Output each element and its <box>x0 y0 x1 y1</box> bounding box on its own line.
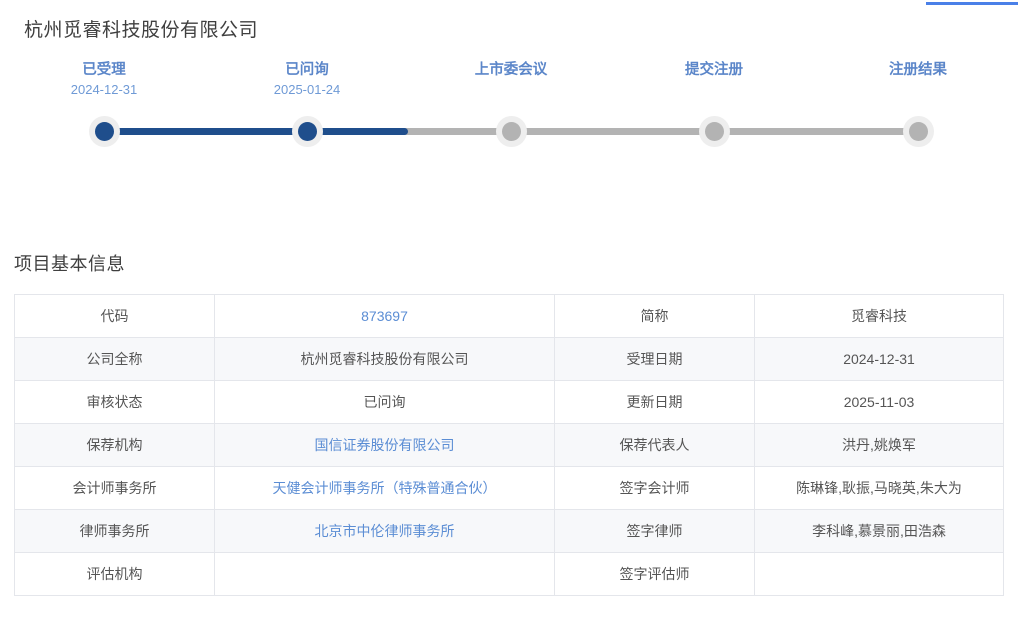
table-cell-value[interactable]: 国信证券股份有限公司 <box>214 423 555 467</box>
table-row: 保荐机构 国信证券股份有限公司 保荐代表人洪丹,姚焕军 <box>14 423 1004 467</box>
stepper-step-label: 注册结果 <box>889 62 947 78</box>
stepper-step-date <box>614 80 814 100</box>
table-cell-label: 评估机构 <box>14 552 215 596</box>
stepper-step-label: 上市委会议 <box>474 62 548 78</box>
stepper-dot-done[interactable] <box>297 122 317 141</box>
table-cell-label: 保荐代表人 <box>554 423 755 467</box>
table-cell-value: 2024-12-31 <box>754 337 1004 381</box>
table-cell-value: 已问询 <box>214 380 555 424</box>
table-cell-label: 签字评估师 <box>554 552 755 596</box>
table-cell-value[interactable]: 北京市中伦律师事务所 <box>214 509 555 553</box>
table-cell-label: 保荐机构 <box>14 423 215 467</box>
stepper-step-label: 已问询 <box>285 62 329 78</box>
table-cell-label: 审核状态 <box>14 380 215 424</box>
table-cell-label: 签字律师 <box>554 509 755 553</box>
table-cell-value-link[interactable]: 873697 <box>361 308 408 324</box>
stepper-dot-pending[interactable] <box>908 122 928 141</box>
table-row: 评估机构 签字评估师 <box>14 552 1004 596</box>
stepper-dot-pending[interactable] <box>704 122 724 141</box>
stepper-step-date <box>818 80 1018 100</box>
table-row: 律师事务所 北京市中伦律师事务所 签字律师李科峰,慕景丽,田浩森 <box>14 509 1004 553</box>
stepper-step-1[interactable]: 已受理 2024-12-31 <box>4 60 204 100</box>
stepper-step-date: 2025-01-24 <box>273 82 341 97</box>
stepper-step-date <box>411 80 611 100</box>
table-cell-label: 律师事务所 <box>14 509 215 553</box>
table-cell-value: 杭州觅睿科技股份有限公司 <box>214 337 555 381</box>
table-cell-value-link[interactable]: 国信证券股份有限公司 <box>314 437 455 453</box>
table-cell-value: 陈琳锋,耿振,马晓英,朱大为 <box>754 466 1004 510</box>
table-cell-value: 李科峰,慕景丽,田浩森 <box>754 509 1004 553</box>
table-cell-value: 洪丹,姚焕军 <box>754 423 1004 467</box>
table-cell-value: 觅睿科技 <box>754 294 1004 338</box>
table-row: 代码 873697 简称觅睿科技 <box>14 294 1004 338</box>
table-cell-value-link[interactable]: 北京市中伦律师事务所 <box>314 523 455 539</box>
stepper-step-4[interactable]: 提交注册 <box>614 60 814 100</box>
stepper-step-label: 提交注册 <box>685 62 743 78</box>
page-title: 杭州觅睿科技股份有限公司 <box>24 20 259 41</box>
table-cell-value-link[interactable]: 天健会计师事务所（特殊普通合伙） <box>272 480 497 496</box>
review-progress-stepper: 已受理 2024-12-31 已问询 2025-01-24 上市委会议 提交注册 注册结果 <box>0 60 1024 150</box>
table-cell-value[interactable]: 天健会计师事务所（特殊普通合伙） <box>214 466 555 510</box>
table-cell-label: 签字会计师 <box>554 466 755 510</box>
table-cell-label: 代码 <box>14 294 215 338</box>
table-cell-value[interactable]: 873697 <box>214 294 555 338</box>
stepper-progress-fill <box>104 128 408 135</box>
table-cell-label: 受理日期 <box>554 337 755 381</box>
table-cell-label: 会计师事务所 <box>14 466 215 510</box>
table-cell-label: 更新日期 <box>554 380 755 424</box>
table-cell-label: 简称 <box>554 294 755 338</box>
stepper-step-3[interactable]: 上市委会议 <box>411 60 611 100</box>
section-heading-basic-info: 项目基本信息 <box>14 254 125 274</box>
table-cell-label: 公司全称 <box>14 337 215 381</box>
table-cell-value <box>754 552 1004 596</box>
table-cell-value <box>214 552 555 596</box>
stepper-step-label: 已受理 <box>82 62 126 78</box>
stepper-step-5[interactable]: 注册结果 <box>818 60 1018 100</box>
stepper-step-2[interactable]: 已问询 2025-01-24 <box>207 60 407 100</box>
stepper-dot-done[interactable] <box>94 122 114 141</box>
table-row: 会计师事务所 天健会计师事务所（特殊普通合伙） 签字会计师陈琳锋,耿振,马晓英,朱大… <box>14 466 1004 510</box>
stepper-step-date: 2024-12-31 <box>70 82 138 97</box>
table-cell-value: 2025-11-03 <box>754 380 1004 424</box>
top-accent-bar <box>926 2 1018 5</box>
stepper-dot-pending[interactable] <box>501 122 521 141</box>
